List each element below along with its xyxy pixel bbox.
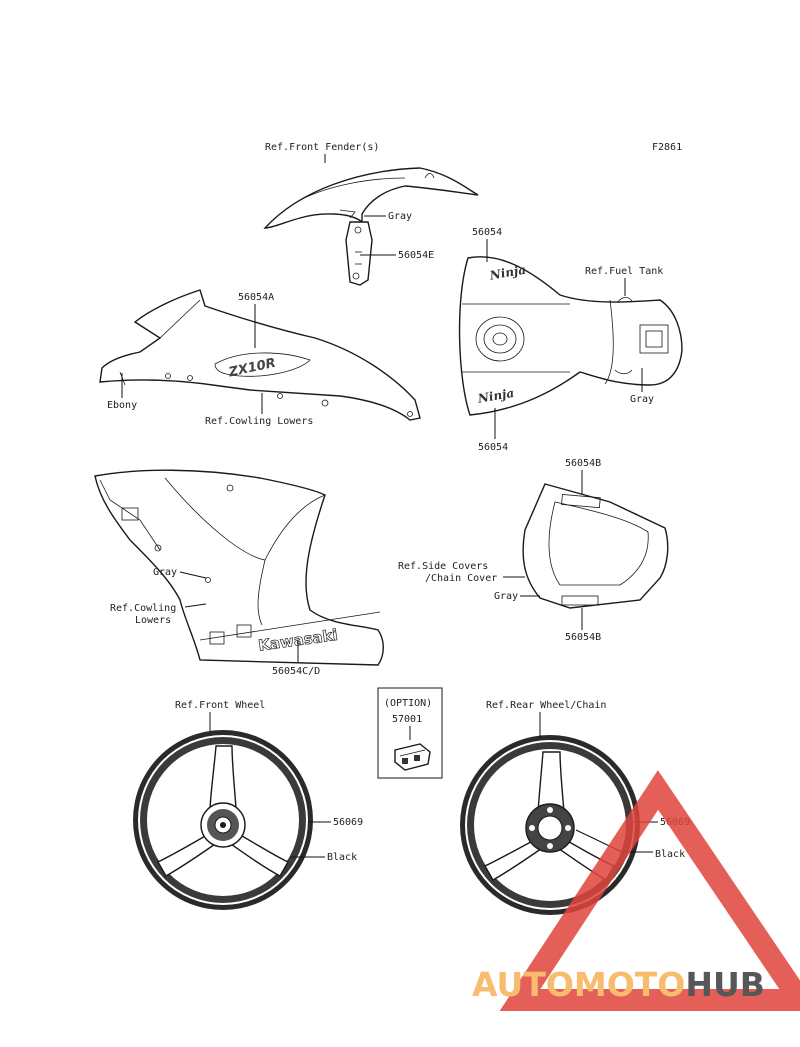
label-tank-top-part: 56054 [472,227,502,238]
tail-cowl [522,483,669,609]
label-side-covers-ref-2: /Chain Cover [425,573,497,584]
label-56054a: 56054A [238,292,274,303]
label-cowling-lowers-ref-2b: Lowers [135,615,171,626]
option-decal-kit [394,743,431,771]
label-cowling-lowers-ref-1: Ref.Cowling Lowers [205,416,313,427]
watermark-text: AUTOMOTOHUB [472,965,765,1004]
watermark-text-part2: HUB [685,965,765,1004]
watermark-text-part1: AUTOMOTO [472,965,685,1004]
label-fender-gray: Gray [388,211,412,222]
leader-cowling-lowers-2 [184,603,207,608]
label-56054cd: 56054C/D [272,666,320,677]
figure-code: F2861 [652,142,682,153]
label-56054b-top: 56054B [565,458,601,469]
label-front-wheel-ref: Ref.Front Wheel [175,700,265,711]
decal-ninja-top: Ninja [488,263,527,283]
label-front-fender-ref: Ref.Front Fender(s) [265,142,379,153]
label-front-wheel-part: 56069 [333,817,363,828]
label-side-covers-ref-1: Ref.Side Covers [398,561,488,572]
watermark: AUTOMOTOHUB [472,770,800,1011]
label-56054e: 56054E [398,250,434,261]
label-tail-gray: Gray [494,591,518,602]
side-fairing: Kawasaki [94,469,384,666]
leader-fairing-gray [179,571,207,579]
label-fairing-gray: Gray [153,567,177,578]
label-front-wheel-black: Black [327,852,357,863]
front-wheel [133,730,313,910]
label-cowling-lowers-ref-2a: Ref.Cowling [110,603,176,614]
label-ebony: Ebony [107,400,137,411]
label-tank-gray: Gray [630,394,654,405]
decal-ninja-bottom: Ninja [476,386,515,406]
fuel-tank: Ninja Ninja [458,256,683,416]
front-fender [263,167,479,286]
label-tank-bottom-part: 56054 [478,442,508,453]
label-fuel-tank-ref: Ref.Fuel Tank [585,266,663,277]
label-option: (OPTION) [384,698,432,709]
label-option-part: 57001 [392,714,422,725]
label-56054b-bottom: 56054B [565,632,601,643]
label-rear-wheel-ref: Ref.Rear Wheel/Chain [486,700,606,711]
label-rear-wheel-black: Black [655,849,685,860]
option-box [377,687,443,779]
upper-cowling: ZX10R [99,289,421,421]
rear-wheel [460,735,640,915]
watermark-triangle [499,770,800,1011]
